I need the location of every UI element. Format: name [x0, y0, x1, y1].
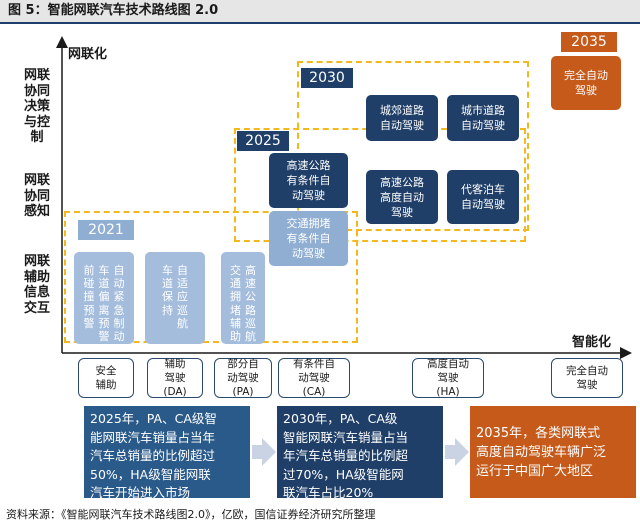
- year-2030-badge: 2030: [301, 68, 353, 88]
- y-level-info: 网联 辅助 信息 交互: [23, 254, 50, 316]
- stage-2035-full-auto-box: 完全自动 驾驶: [551, 56, 621, 110]
- stage-2021-safety-box: 前 碰 撞 预 警 车 道 偏 离 预 警 自 动 紧 急 制 动: [74, 252, 134, 344]
- stage-2021-col: 交 通 拥 堵 辅 助: [230, 264, 241, 344]
- x-level-ha: 高度自动 驾驶 (HA): [412, 358, 484, 398]
- arrow-icon-2: [445, 438, 469, 466]
- stage-2025-traffic-jam-box: 交通拥堵 有条件自 动驾驶: [269, 211, 348, 266]
- year-2021-badge: 2021: [78, 220, 134, 240]
- source-note: 资料来源：《智能网联汽车技术路线图2.0》，亿欧，国信证券经济研究所整理: [6, 508, 376, 521]
- stage-2021-col: 车 道 偏 离 预 警: [98, 264, 110, 344]
- summary-2035: 2035年，各类网联式 高度自动驾驶车辆广泛 运行于中国广大地区: [470, 406, 636, 498]
- summary-2030: 2030年，PA、CA级 智能网联汽车销量占当 年汽车总销量的比例超 过70%，…: [277, 406, 443, 500]
- year-2025-badge: 2025: [237, 131, 289, 151]
- region-2021: [64, 211, 358, 343]
- stage-2030-urban-box: 城市道路 自动驾驶: [447, 95, 519, 141]
- x-level-ca: 有条件自 动驾驶 (CA): [278, 358, 350, 398]
- figure-title: 图 5：智能网联汽车技术路线图 2.0: [0, 0, 640, 24]
- x-level-safety-assist: 安全 辅助: [78, 358, 134, 398]
- y-axis-title: 网联化: [68, 47, 108, 62]
- year-2035-badge: 2035: [561, 32, 617, 52]
- y-level-decision: 网联 协同 决策 与控 制: [23, 68, 50, 145]
- stage-2030-valet-parking-box: 代客泊车 自动驾驶: [447, 170, 519, 224]
- stage-2021-col: 自 适 应 巡 航: [177, 264, 188, 330]
- stage-2025-highway-box: 高速公路 有条件自 动驾驶: [269, 153, 348, 208]
- x-level-da: 辅助 驾驶 (DA): [147, 358, 203, 398]
- region-2030: [297, 61, 529, 231]
- stage-2021-col: 前 碰 撞 预 警: [83, 264, 95, 330]
- stage-2021-col: 车 道 保 持: [162, 264, 173, 317]
- summary-2025: 2025年，PA、CA级智 能网联汽车销量占当年 汽车总销量的比例超过 50%，…: [84, 406, 250, 500]
- x-level-full-auto: 完全自动 驾驶: [551, 358, 623, 398]
- x-level-pa: 部分自 动驾驶 (PA): [214, 358, 272, 398]
- stage-2021-partial-box: 交 通 拥 堵 辅 助 高 速 公 路 巡 航: [221, 252, 265, 344]
- y-level-perception: 网联 协同 感知: [23, 173, 50, 219]
- x-axis-title: 智能化: [572, 335, 612, 350]
- stage-2021-col: 高 速 公 路 巡 航: [245, 264, 256, 344]
- arrow-icon-1: [252, 438, 276, 466]
- stage-2021-col: 自 动 紧 急 制 动: [113, 264, 125, 344]
- stage-2030-suburban-box: 城郊道路 自动驾驶: [366, 95, 438, 141]
- stage-2030-highway-ha-box: 高速公路 高度自动 驾驶: [366, 170, 438, 224]
- stage-2021-assist-box: 车 道 保 持 自 适 应 巡 航: [145, 252, 205, 344]
